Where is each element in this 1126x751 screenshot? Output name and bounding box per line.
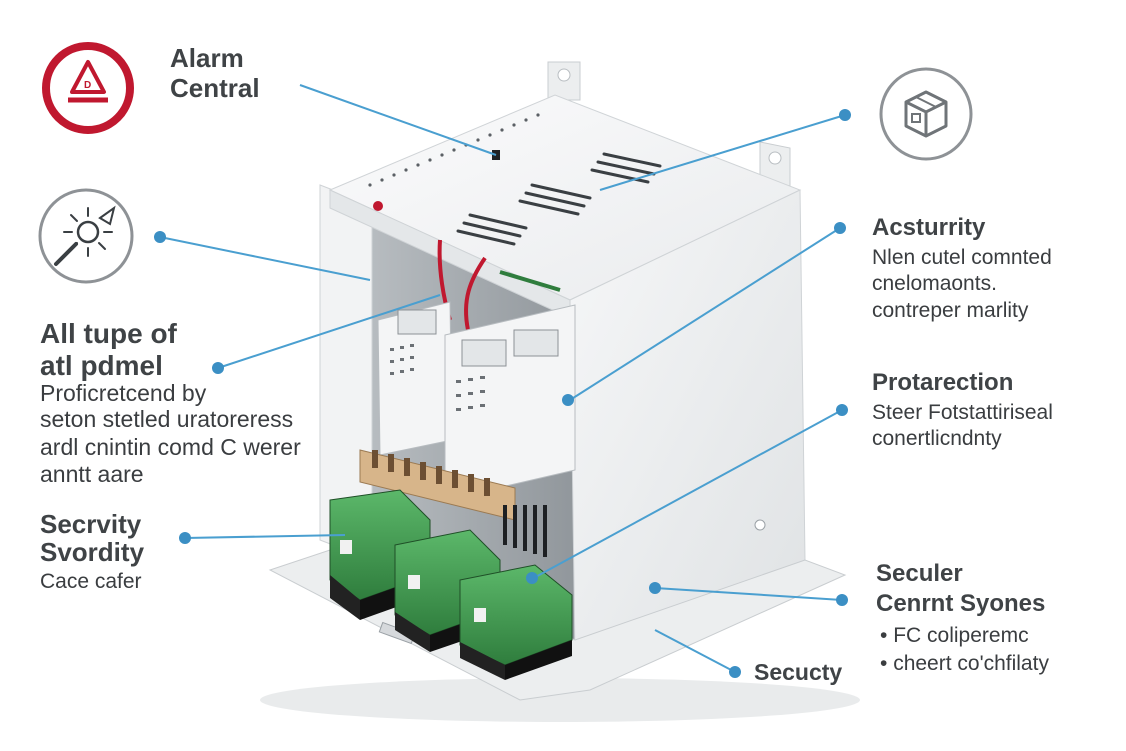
bullet-marker: • bbox=[880, 652, 888, 675]
acsturrity-title: Acsturrity bbox=[872, 214, 986, 241]
security-sv-line2: Svordity bbox=[40, 537, 145, 567]
wire-red-2 bbox=[463, 256, 487, 331]
callout-protarection bbox=[529, 409, 843, 581]
package-box-icon bbox=[879, 67, 973, 161]
seculer-bullet1-text: FC coliperemc bbox=[893, 624, 1029, 647]
all-type-desc1: Proficretcend by bbox=[40, 380, 207, 406]
alarm-central-line1: Alarm bbox=[170, 43, 244, 73]
protarection-desc1: Steer Fotstattiriseal bbox=[872, 401, 1053, 424]
callout-security-sv bbox=[184, 534, 346, 539]
callout-secucty bbox=[654, 629, 736, 673]
sensor-gear-icon bbox=[38, 188, 134, 284]
all-type-line1: All tupe of bbox=[40, 318, 177, 349]
lid-dots bbox=[368, 113, 540, 187]
module-left bbox=[377, 301, 453, 456]
callout-box-icon bbox=[599, 114, 846, 191]
callout-sensor bbox=[159, 236, 371, 281]
all-type-line2: atl pdmel bbox=[40, 350, 163, 381]
seculer-bullet1: • FC coliperemc bbox=[880, 624, 1029, 648]
alarm-central-line2: Central bbox=[170, 73, 260, 103]
wire-green bbox=[499, 270, 561, 292]
svg-text:D: D bbox=[84, 80, 91, 91]
acsturrity-desc1: Nlen cutel comnted bbox=[872, 246, 1052, 269]
lid-vents bbox=[456, 152, 662, 246]
mounting-tab-left bbox=[547, 61, 581, 101]
seculer-bullet2-text: cheert co'chfilaty bbox=[893, 652, 1049, 675]
acsturrity-desc3: contreper marlity bbox=[872, 299, 1029, 322]
relay-block-3 bbox=[459, 564, 573, 680]
all-type-desc4: anntt aare bbox=[40, 461, 144, 487]
lid-led bbox=[373, 201, 383, 211]
callout-seculer bbox=[654, 587, 843, 601]
all-type-desc2: seton stetled uratoreress bbox=[40, 406, 294, 432]
callout-acsturrity bbox=[569, 227, 841, 401]
callout-all-type bbox=[217, 294, 441, 369]
security-sv-desc: Cace cafer bbox=[40, 570, 142, 593]
secucty-label: Secucty bbox=[754, 659, 843, 685]
seculer-bullet2: • cheert co'chfilaty bbox=[880, 652, 1049, 676]
alarm-triangle-icon: D bbox=[42, 42, 134, 134]
acsturrity-desc2: cnelomaonts. bbox=[872, 272, 997, 295]
all-type-desc3: ardl cnintin comd C werer bbox=[40, 434, 301, 460]
base-shadow bbox=[260, 678, 860, 722]
mounting-tab-right bbox=[759, 141, 791, 187]
seculer-title2: Cenrnt Syones bbox=[876, 590, 1046, 617]
callout-alarm-central bbox=[299, 84, 497, 156]
callout-lines bbox=[159, 84, 846, 673]
module-right bbox=[444, 304, 576, 501]
security-sv-line1: Secrvity bbox=[40, 509, 142, 539]
seculer-title1: Seculer bbox=[876, 560, 963, 587]
protarection-desc2: conertlicndnty bbox=[872, 427, 1002, 450]
protarection-title: Protarection bbox=[872, 369, 1014, 396]
heatsink bbox=[503, 505, 547, 557]
callout-dots bbox=[154, 109, 851, 678]
bullet-marker: • bbox=[880, 624, 888, 647]
side-hole bbox=[754, 519, 766, 531]
